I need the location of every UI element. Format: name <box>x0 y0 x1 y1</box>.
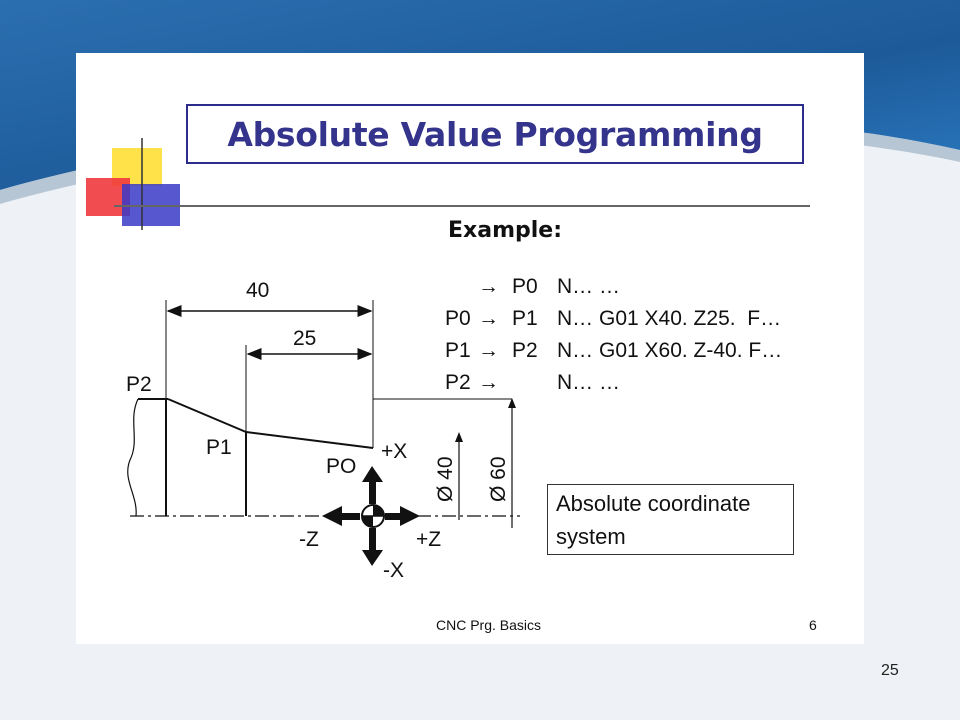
point-p1-label: P1 <box>206 436 232 459</box>
program-line-code: N… G01 X60. Z-40. F… <box>557 339 783 362</box>
title-box: Absolute Value Programming <box>186 104 804 164</box>
example-label: Example: <box>448 218 562 243</box>
program-line-to: P1 <box>512 307 538 330</box>
program-line-arrow: → <box>478 371 499 394</box>
dimension-40-label: 40 <box>246 279 269 302</box>
note-box: Absolute coordinate system <box>547 484 794 555</box>
program-line-arrow: → <box>478 339 499 362</box>
dimension-25-label: 25 <box>293 327 316 350</box>
axis-minus-x-label: -X <box>383 559 404 582</box>
program-line-code: N… … <box>557 371 620 394</box>
diameter-60-label: Ø 60 <box>487 456 510 502</box>
program-line-to: P0 <box>512 275 538 298</box>
note-text: Absolute coordinate system <box>556 491 751 549</box>
point-p0-label: PO <box>326 455 356 478</box>
program-line-from: P1 <box>445 339 471 362</box>
point-p2-label: P2 <box>126 373 152 396</box>
footer-title: CNC Prg. Basics <box>436 617 542 633</box>
diameter-40-label: Ø 40 <box>434 456 457 502</box>
axis-plus-x-label: +X <box>381 440 407 463</box>
slide-title: Absolute Value Programming <box>227 114 763 154</box>
axis-arrows <box>322 466 420 566</box>
program-line-arrow: → <box>478 275 499 298</box>
page-number: 25 <box>881 662 899 679</box>
program-line-code: N… … <box>557 275 620 298</box>
program-line-from: P2 <box>445 371 471 394</box>
program-line-from: P0 <box>445 307 471 330</box>
program-line-code: N… G01 X40. Z25. F… <box>557 307 782 330</box>
axis-minus-z-label: -Z <box>299 528 319 551</box>
program-line-arrow: → <box>478 307 499 330</box>
axis-plus-z-label: +Z <box>416 528 441 551</box>
footer-slide-number: 6 <box>809 617 817 633</box>
program-line-to: P2 <box>512 339 538 362</box>
